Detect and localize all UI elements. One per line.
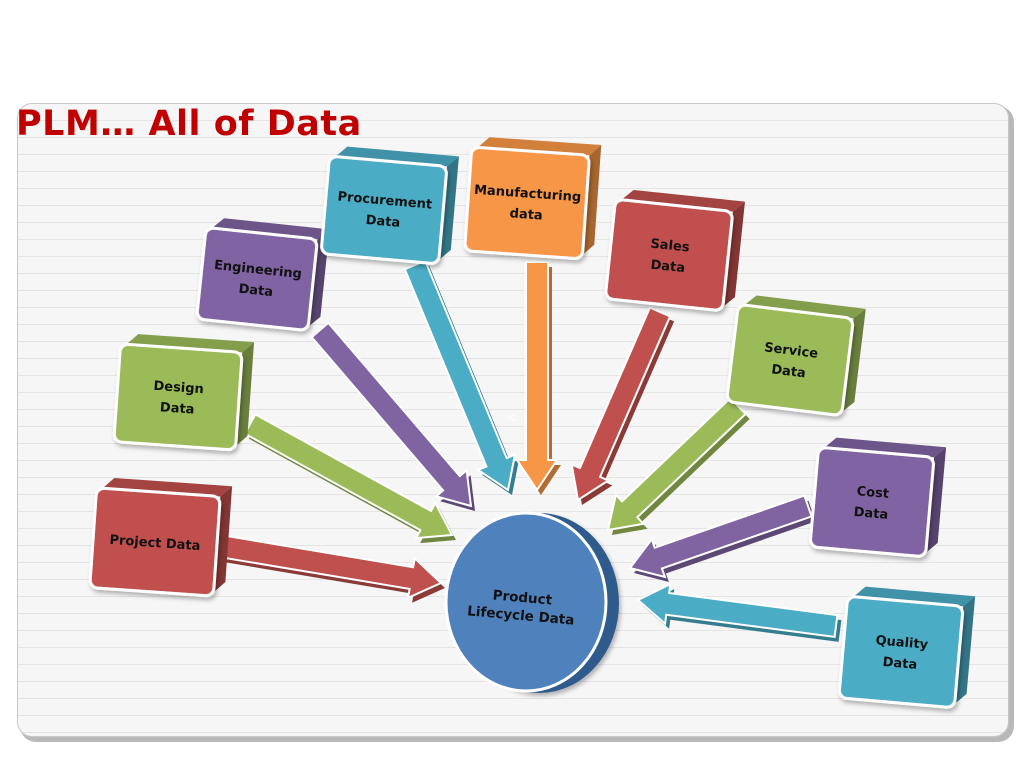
project-data-arrow	[217, 534, 445, 603]
procurement-data-arrow	[403, 259, 519, 495]
sales-data-box-face	[604, 198, 734, 312]
engineering-data-arrow	[310, 321, 475, 511]
sales-data-box-side	[722, 201, 745, 307]
design-data-box-side	[235, 342, 255, 447]
cost-data-box-top	[824, 437, 947, 458]
stray-glyph: <	[506, 410, 518, 426]
quality-data-box-face	[837, 595, 965, 709]
hub-face	[444, 511, 608, 693]
service-data-arrow	[606, 396, 750, 535]
arrow-down-left-icon	[570, 306, 672, 502]
project-data-label-line: Project Data	[109, 533, 201, 554]
arrow-right-icon	[217, 534, 443, 600]
arrow-down-icon	[403, 259, 517, 492]
engineering-data-box-top	[212, 218, 330, 240]
procurement-data-box-side	[438, 156, 459, 260]
procurement-data-box-top	[335, 146, 459, 167]
cost-data-label-line: Data	[853, 505, 889, 523]
engineering-data-label-line: Data	[238, 282, 274, 301]
quality-data-box-top	[853, 586, 976, 607]
project-data-box-side	[213, 486, 233, 593]
procurement-data-label-line: Data	[365, 213, 401, 231]
project-data-box: Project Data	[88, 478, 233, 598]
cost-data-label-line: Cost	[856, 484, 890, 502]
manufacturing-data-box-face	[463, 146, 591, 260]
arrow-left-icon	[636, 582, 839, 639]
project-data-box-top	[102, 478, 233, 497]
sales-data-box-top	[621, 189, 745, 212]
sales-data-arrow	[570, 306, 675, 505]
slide-title: PLM… All of Data	[16, 104, 362, 144]
arrow-down-right-icon	[243, 413, 454, 540]
quality-data-label-line: Quality	[875, 633, 929, 653]
cost-data-box-face	[809, 446, 935, 558]
engineering-data-box-face	[195, 226, 319, 332]
design-data-label-line: Design	[153, 379, 204, 397]
service-data-box-top	[744, 295, 866, 319]
service-data-label-line: Service	[763, 340, 819, 361]
service-data-box-face	[725, 303, 855, 417]
quality-data-arrow	[636, 582, 842, 642]
arrow-down-icon	[515, 261, 559, 492]
service-data-label-line: Data	[770, 362, 806, 381]
cost-data-box-side	[925, 447, 947, 553]
design-data-box-top	[126, 334, 255, 353]
manufacturing-data-box-side	[582, 145, 602, 255]
sales-data-label-line: Data	[650, 258, 686, 277]
manufacturing-data-arrow	[515, 261, 561, 495]
arrow-left-icon	[628, 494, 813, 579]
procurement-data-box-face	[320, 155, 448, 265]
design-data-arrow	[243, 413, 456, 544]
manufacturing-data-label-line: data	[509, 206, 543, 223]
manufacturing-data-label-line: Manufacturing	[474, 183, 582, 205]
hub-label-line: Product	[492, 587, 553, 608]
quality-data-label-line: Data	[882, 655, 918, 673]
sales-data-label-line: Sales	[650, 237, 691, 256]
design-data-label-line: Data	[159, 400, 195, 417]
cost-data-arrow	[628, 494, 816, 582]
project-data-box-face	[88, 486, 222, 598]
manufacturing-data-box-top	[477, 137, 602, 156]
arrow-down-right-icon	[310, 321, 473, 508]
arrow-down-left-icon	[606, 396, 748, 532]
service-data-box-side	[842, 308, 866, 412]
design-data-box-face	[112, 342, 244, 452]
quality-data-box-side	[954, 596, 976, 704]
